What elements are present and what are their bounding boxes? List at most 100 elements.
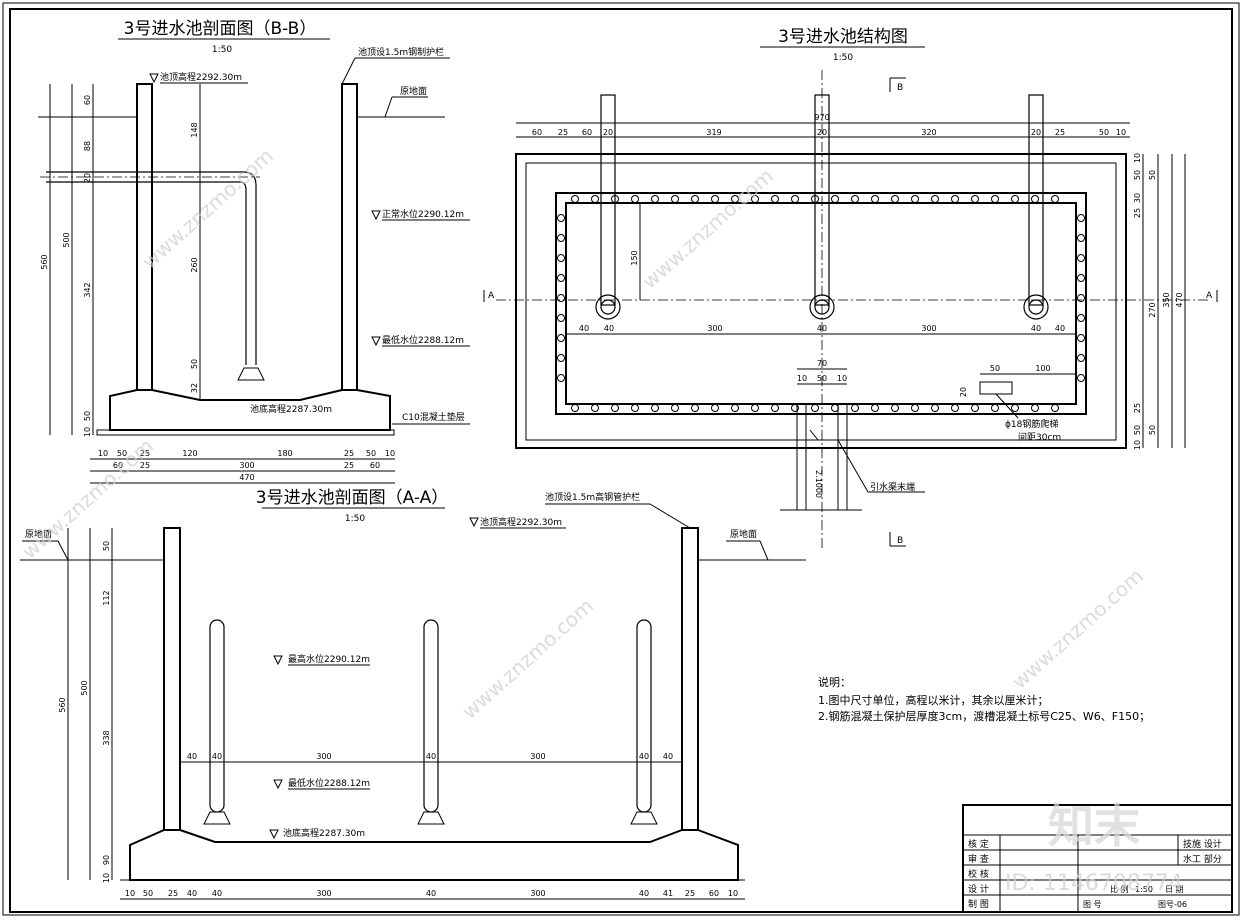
ladder-rung xyxy=(771,404,779,412)
tb-date: 日 期 xyxy=(1165,885,1184,894)
bb-vdim-1: 88 xyxy=(83,141,92,151)
plan-tdim-2: 60 xyxy=(582,128,592,137)
ladder-rung xyxy=(631,195,639,203)
ladder-rung xyxy=(1031,195,1039,203)
bb-hdim2-1: 25 xyxy=(140,461,150,470)
bb-min-level: 最低水位2288.12m xyxy=(382,334,464,346)
watermark-site-4: www.znzmo.com xyxy=(1007,564,1148,694)
ladder-rung xyxy=(671,195,679,203)
plan-tdim-8: 25 xyxy=(1055,128,1065,137)
plan-mdim-3: 40 xyxy=(817,324,827,333)
plan-slope: 2.1000 xyxy=(814,470,823,498)
aa-left-wall xyxy=(163,527,181,831)
aa-bottom-elev: 池底高程2287.30m xyxy=(283,827,365,839)
plan-tdim-10: 10 xyxy=(1116,128,1126,137)
aa-mdim-1: 40 xyxy=(212,752,222,761)
aa-base-slab xyxy=(129,829,739,881)
plan-pipes xyxy=(595,94,1049,320)
bb-hdim1-0: 10 xyxy=(98,449,108,458)
ladder-rung xyxy=(1051,404,1059,412)
ladder-rung xyxy=(1031,404,1039,412)
plan-rdim2-0: 50 xyxy=(1148,170,1157,180)
tb-ratio-val: 1:50 xyxy=(1135,885,1153,894)
bb-hdim1-4: 180 xyxy=(277,449,292,458)
aa-hdim-12: 10 xyxy=(728,889,738,898)
ladder-rung xyxy=(557,374,565,382)
ladder-rung xyxy=(771,195,779,203)
plan-ladder-rungs xyxy=(557,195,1085,412)
plan-rdim-2: 30 xyxy=(1133,193,1142,203)
bb-hdim2-3: 25 xyxy=(344,461,354,470)
bb-right-wall xyxy=(341,83,358,391)
plan-scale: 1:50 xyxy=(833,53,853,63)
plan-odim-2: 50 xyxy=(817,374,827,383)
tb-bottom-b: 图号-06 xyxy=(1158,900,1187,909)
aa-top-elev: 池顶高程2292.30m xyxy=(480,516,562,528)
watermark-site-2: www.znzmo.com xyxy=(637,164,778,294)
aa-hdim-3: 40 xyxy=(187,889,197,898)
aa-vdim-1: 112 xyxy=(102,590,111,605)
ladder-rung xyxy=(571,195,579,203)
bb-cushion-label: C10混凝土垫层 xyxy=(402,411,465,423)
ladder-rung xyxy=(791,404,799,412)
plan-tdim-7: 20 xyxy=(1031,128,1041,137)
bb-hdim2-0: 60 xyxy=(113,461,123,470)
ladder-rung xyxy=(971,404,979,412)
plan-odim-1: 10 xyxy=(797,374,807,383)
bb-bellmouth xyxy=(237,367,265,381)
ladder-rung xyxy=(811,195,819,203)
bb-vdim-inner-2: 50 xyxy=(190,359,199,369)
ladder-rung xyxy=(971,195,979,203)
bb-vdim-2: 20 xyxy=(83,173,92,183)
notes-line2: 2.钢筋混凝土保护层厚度3cm，渡槽混凝土标号C25、W6、F150； xyxy=(818,709,1150,723)
bb-hdim2-4: 60 xyxy=(370,461,380,470)
ladder-rung xyxy=(1077,234,1085,242)
section-a-right: A xyxy=(1206,291,1213,301)
tb-right-sub: 水工 部分 xyxy=(1183,853,1222,865)
plan-rdim-5: 50 xyxy=(1133,425,1142,435)
ladder-rung xyxy=(911,195,919,203)
aa-vdim-4: 10 xyxy=(102,873,111,883)
plan-osmall-2: 20 xyxy=(959,387,968,397)
tb-row-2: 校 核 xyxy=(968,868,989,880)
bb-bottom-elev: 池底高程2287.30m xyxy=(250,403,332,415)
ladder-rung xyxy=(1077,314,1085,322)
ladder-rung xyxy=(557,234,565,242)
tb-row-4: 制 图 xyxy=(968,898,989,910)
plan-outer-slab xyxy=(515,153,1127,449)
watermark-brand: 知末 xyxy=(1048,799,1140,853)
aa-section: 3号进水池剖面图（A-A） 1:50 原地面 原地面 池顶高程2292.30m xyxy=(20,488,806,900)
ladder-rung xyxy=(691,195,699,203)
ladder-rung xyxy=(951,195,959,203)
aa-hdim-9: 41 xyxy=(663,889,673,898)
ladder-rung xyxy=(831,404,839,412)
watermark-site-3: www.znzmo.com xyxy=(457,594,598,724)
ladder-rung xyxy=(811,404,819,412)
aa-vdim-total: 560 xyxy=(58,697,67,712)
ladder-rung xyxy=(557,334,565,342)
bb-vdim-total: 560 xyxy=(40,254,49,269)
title-block: 核 定 审 查 校 核 设 计 制 图 技施 设计 水工 部分 比 例 1:50… xyxy=(962,804,1233,913)
ladder-rung xyxy=(991,195,999,203)
aa-hdim-1: 50 xyxy=(143,889,153,898)
tb-right-top: 技施 设计 xyxy=(1183,838,1222,850)
plan-view: 3号进水池结构图 1:50 A A B B xyxy=(483,27,1218,550)
aa-hdim-0: 10 xyxy=(125,889,135,898)
ladder-rung xyxy=(851,404,859,412)
bb-cushion xyxy=(96,429,395,436)
ladder-rung xyxy=(1077,294,1085,302)
plan-outlet-channel: 2.1000 引水渠末端 xyxy=(780,404,925,511)
plan-mdim-5: 40 xyxy=(1031,324,1041,333)
plan-osmall-1: 100 xyxy=(1035,364,1050,373)
watermark-site-5: www.znzmo.com xyxy=(17,434,158,564)
ladder-rung xyxy=(891,195,899,203)
ladder-rung xyxy=(557,314,565,322)
aa-hdim-10: 25 xyxy=(685,889,695,898)
plan-tdim-5: 20 xyxy=(817,128,827,137)
ladder-rung xyxy=(591,404,599,412)
bb-top-elev: 池顶高程2292.30m xyxy=(160,71,242,83)
aa-ground-right: 原地面 xyxy=(730,528,757,540)
bb-normal-level: 正常水位2290.12m xyxy=(382,208,464,220)
